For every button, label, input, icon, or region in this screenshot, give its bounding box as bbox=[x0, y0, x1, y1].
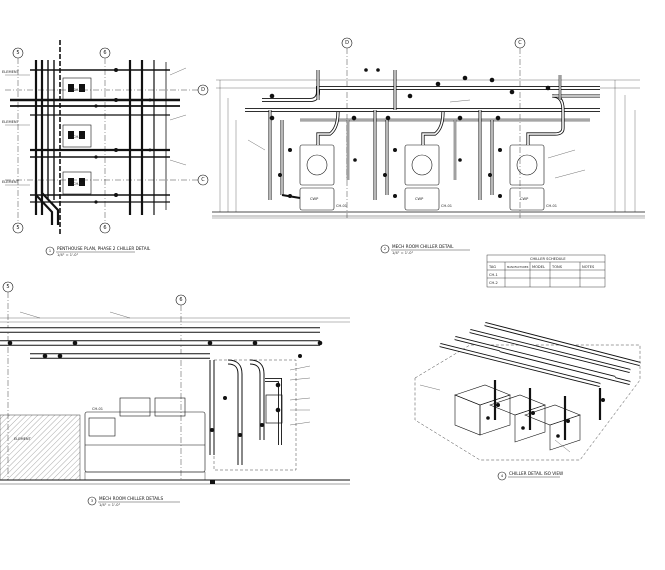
detail-2-scale: 1/4" = 1'-0" bbox=[392, 251, 414, 255]
detail-number: 4 bbox=[501, 474, 504, 478]
schedule-cell: TONS bbox=[551, 265, 563, 269]
grid-label: 5 bbox=[6, 284, 9, 290]
grid-label: 6 bbox=[103, 50, 106, 56]
detail-4-title: CHILLER DETAIL ISO VIEW bbox=[509, 471, 563, 476]
grid-label: C bbox=[518, 40, 522, 46]
equipment-tag: CH-01 bbox=[441, 204, 452, 208]
detail-number: 1 bbox=[49, 249, 51, 253]
grid-label: 5 bbox=[16, 225, 19, 231]
grid-label: D bbox=[345, 40, 349, 46]
grid-bubble-6-bottom bbox=[99, 222, 111, 234]
detail-number-1 bbox=[45, 246, 55, 256]
chiller-module-a bbox=[268, 110, 350, 211]
detail-2-mech-room bbox=[212, 37, 645, 254]
schedule-cell: MODEL bbox=[532, 265, 545, 269]
schedule-cell: TAG bbox=[488, 265, 496, 269]
equipment-tag: CH-01 bbox=[73, 88, 84, 92]
hatched-wall bbox=[0, 414, 81, 481]
grid-label: C bbox=[201, 177, 205, 183]
detail-3-mech-room-elevation bbox=[0, 281, 350, 506]
equipment-tag: CH-01 bbox=[336, 204, 347, 208]
detail-1-title: PENTHOUSE PLAN, PHASE 2 CHILLER DETAIL bbox=[57, 246, 151, 251]
grid-bubble-5-bottom bbox=[12, 222, 24, 234]
schedule-cell: CH-2 bbox=[489, 281, 498, 285]
elevation-tag: ELEMENT bbox=[14, 437, 32, 441]
grid-label: 5 bbox=[16, 50, 19, 56]
equipment-tag: CWP bbox=[310, 197, 319, 201]
detail-3-title: MECH ROOM CHILLER DETAILS bbox=[99, 496, 164, 501]
schedule-title: CHILLER SCHEDULE bbox=[530, 257, 566, 261]
detail-1-penthouse-plan bbox=[5, 40, 209, 256]
schedule-cell: NOTES bbox=[582, 265, 595, 269]
equipment-tag: CH-01 bbox=[92, 407, 103, 411]
schedule-cell: CH-1 bbox=[489, 273, 498, 277]
grid-label: D bbox=[201, 87, 205, 93]
chiller-module-c bbox=[478, 94, 600, 211]
equipment-tag: CH-01 bbox=[73, 135, 84, 139]
detail-4-isometric-view bbox=[414, 321, 641, 481]
equipment-tag: CH-01 bbox=[73, 182, 84, 186]
detail-number: 3 bbox=[91, 499, 93, 503]
chiller-module-b bbox=[373, 110, 457, 211]
equipment-tag: CWP bbox=[520, 197, 529, 201]
equipment-tag: CH-01 bbox=[546, 204, 557, 208]
detail-1-scale: 1/4" = 1'-0" bbox=[57, 253, 79, 257]
chiller-schedule-table bbox=[486, 254, 606, 288]
elevation-tag: ELEMENT bbox=[2, 120, 20, 124]
elevation-tag: ELEMENT bbox=[2, 70, 20, 74]
schedule-cell: MANUFACTURER bbox=[507, 265, 529, 269]
equipment-tag: CWP bbox=[415, 197, 424, 201]
detail-number: 2 bbox=[384, 247, 386, 251]
elevation-tag: ELEMENT bbox=[2, 180, 20, 184]
detail-number-2 bbox=[380, 244, 390, 254]
grid-label: 6 bbox=[179, 297, 182, 303]
detail-3-scale: 1/4" = 1'-0" bbox=[99, 503, 121, 507]
detail-number-3 bbox=[87, 496, 97, 506]
detail-2-title: MECH ROOM CHILLER DETAIL bbox=[392, 244, 454, 249]
grid-label: 6 bbox=[103, 225, 106, 231]
detail-number-4 bbox=[497, 471, 507, 481]
